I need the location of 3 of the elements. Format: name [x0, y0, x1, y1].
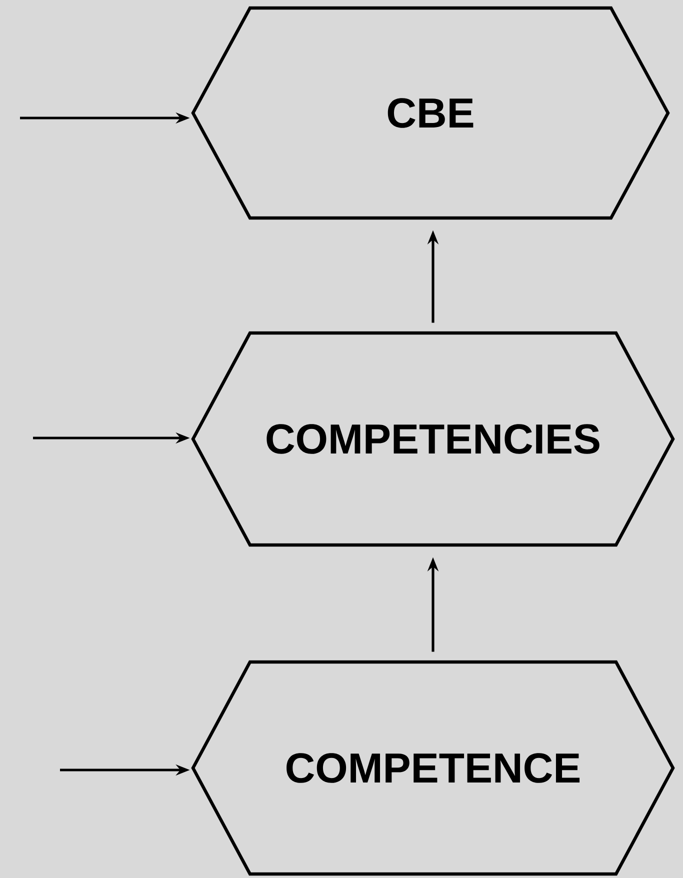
hexagon-box: COMPETENCE: [191, 660, 675, 876]
hexagon-box: CBE: [191, 6, 670, 220]
hexagon-box: COMPETENCIES: [191, 331, 675, 547]
